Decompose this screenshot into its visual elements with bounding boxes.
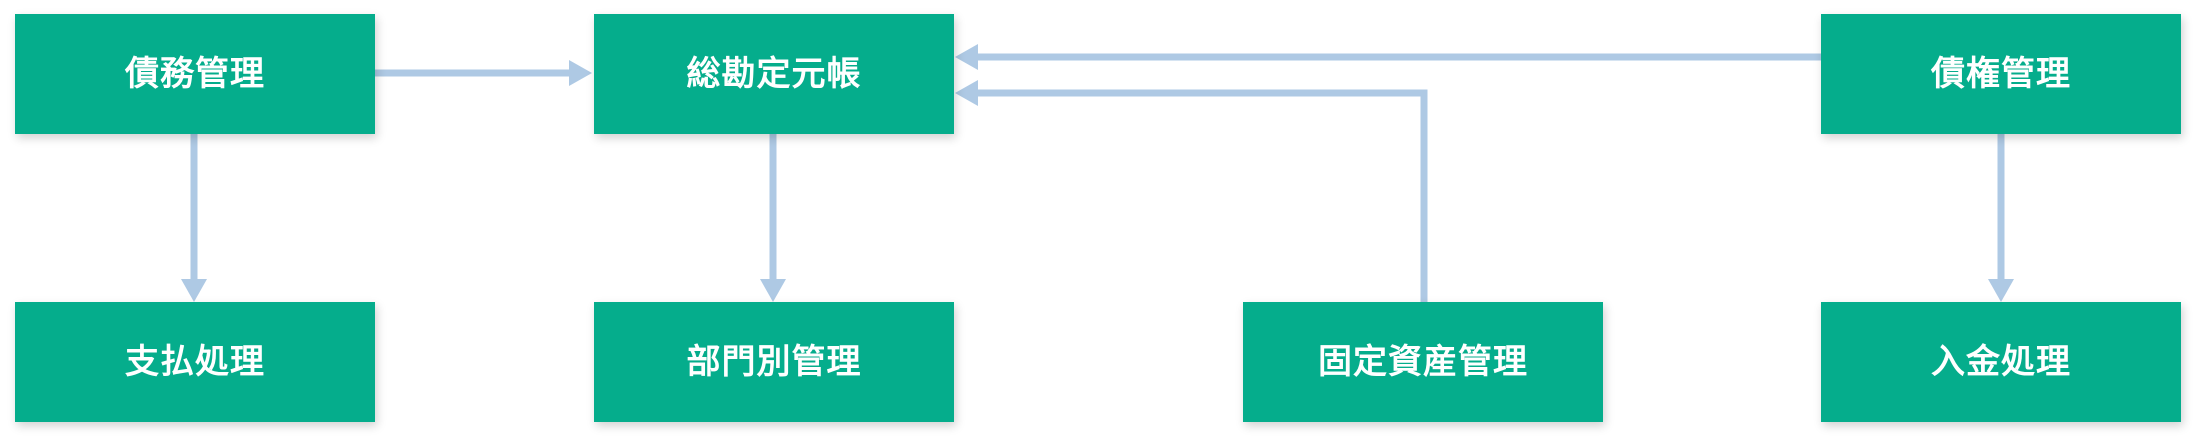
- node-general-ledger: 総勘定元帳: [594, 14, 954, 134]
- node-payment-processing-label: 支払処理: [125, 342, 265, 382]
- arrowhead-receivables-to-receipt: [1988, 279, 2014, 302]
- arrowhead-debt-to-payment: [181, 279, 207, 302]
- node-fixed-asset-management-label: 固定資産管理: [1318, 342, 1528, 382]
- node-departmental-management-label: 部門別管理: [686, 342, 862, 382]
- node-payment-processing: 支払処理: [15, 302, 375, 422]
- node-debt-management: 債務管理: [15, 14, 375, 134]
- arrowhead-receivables-to-ledger: [955, 44, 978, 70]
- arrow-fixed-assets-to-ledger: [975, 89, 1428, 302]
- node-departmental-management: 部門別管理: [594, 302, 954, 422]
- node-receivables-management: 債権管理: [1821, 14, 2181, 134]
- node-receipt-processing: 入金処理: [1821, 302, 2181, 422]
- arrowhead-fixed-assets-to-ledger: [955, 80, 978, 106]
- node-general-ledger-label: 総勘定元帳: [686, 54, 862, 94]
- arrowhead-ledger-to-department: [760, 279, 786, 302]
- node-debt-management-label: 債務管理: [125, 54, 265, 94]
- arrowhead-debt-to-ledger: [569, 60, 592, 86]
- node-fixed-asset-management: 固定資産管理: [1243, 302, 1603, 422]
- node-receipt-processing-label: 入金処理: [1931, 342, 2071, 382]
- node-receivables-management-label: 債権管理: [1931, 54, 2071, 94]
